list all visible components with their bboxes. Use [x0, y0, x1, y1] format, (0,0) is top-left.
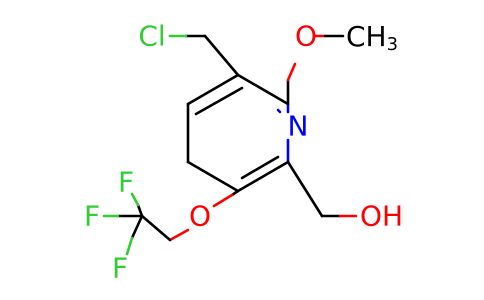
bond-c6-ch2	[286, 160, 324, 218]
bond-cf3-f1-black	[136, 203, 144, 218]
atom-labels: Cl O CH3 N O F F F OH	[84, 20, 403, 285]
bond-c6-c5	[236, 160, 290, 193]
bond-c3-c2	[236, 73, 290, 106]
bond-c5-c4	[186, 160, 240, 193]
atom-f-bot: F	[112, 252, 128, 285]
bond-c3-ch2	[203, 34, 240, 77]
atom-ch3: CH3	[346, 20, 398, 55]
bond-cf3-f1-green	[130, 192, 140, 207]
bond-c5-o-red	[212, 193, 234, 208]
atom-o-ether: O	[189, 200, 211, 233]
substituent-bonds	[102, 34, 358, 256]
atom-f-top: F	[118, 166, 134, 199]
atom-ch3-subscript: 3	[387, 34, 398, 55]
bond-cf3-f3-black	[130, 214, 144, 240]
double-bond-c3-c4	[194, 86, 244, 116]
atom-oh: OH	[360, 200, 403, 233]
double-bond-c5-c6	[240, 155, 280, 180]
atom-n: N	[288, 110, 309, 143]
atom-cl: Cl	[138, 20, 165, 53]
atom-ch3-main: CH	[346, 20, 387, 53]
bond-c2-o-red	[286, 62, 297, 82]
double-bond-n-c2	[276, 108, 282, 114]
bond-c3-c4-ring	[186, 73, 240, 106]
bond-o-cf3-red	[168, 228, 190, 242]
atom-o-methoxy: O	[295, 20, 317, 53]
bond-o-cf3-black	[140, 214, 172, 242]
atom-f-mid: F	[84, 200, 100, 233]
bond-cf3-f3-green	[125, 236, 134, 256]
ring-bonds	[186, 73, 290, 193]
